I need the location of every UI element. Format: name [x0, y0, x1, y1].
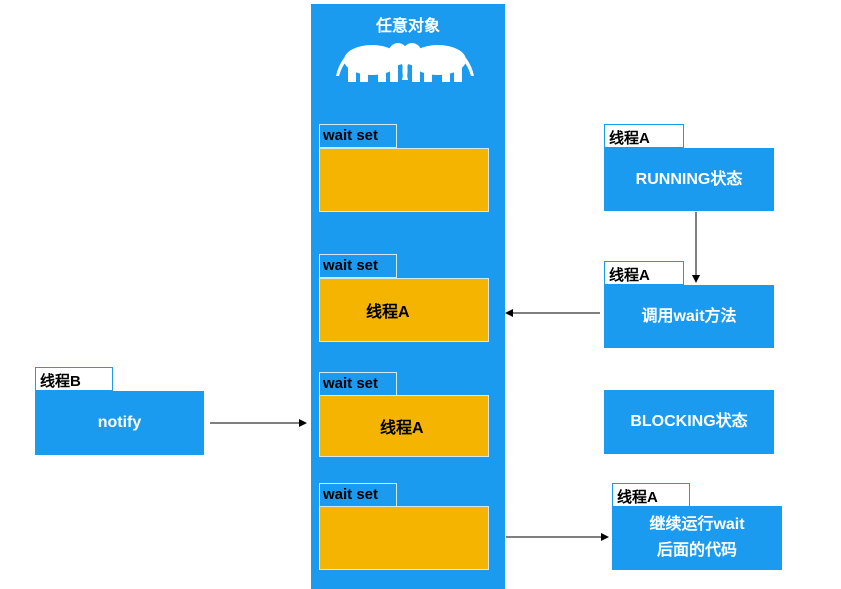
wait-set-box-4	[319, 506, 489, 570]
call-wait-box: 调用wait方法	[604, 285, 774, 348]
notify-box: notify	[35, 391, 204, 455]
thread-b-tab: 线程B	[35, 367, 113, 391]
blocking-state-box: BLOCKING状态	[604, 390, 774, 454]
step2-thread-tab: 线程A	[604, 261, 684, 285]
wait-set-tab-2: wait set	[319, 254, 397, 278]
wait-set-tab-4: wait set	[319, 483, 397, 507]
elephants-icon	[336, 43, 474, 82]
wait-set-box-3: 线程A	[319, 395, 489, 457]
object-title: 任意对象	[375, 18, 440, 35]
continue-line-1: 继续运行wait	[649, 516, 745, 533]
continue-line-2: 后面的代码	[656, 542, 737, 559]
continue-box: 继续运行wait 后面的代码	[612, 506, 782, 570]
wait-set-tab-1: wait set	[319, 124, 397, 148]
running-state-box: RUNNING状态	[604, 148, 774, 211]
step1-thread-tab: 线程A	[604, 124, 684, 148]
wait-set-box-1	[319, 148, 489, 212]
wait-set-box-2: 线程A	[319, 278, 489, 342]
step4-thread-tab: 线程A	[612, 483, 690, 507]
